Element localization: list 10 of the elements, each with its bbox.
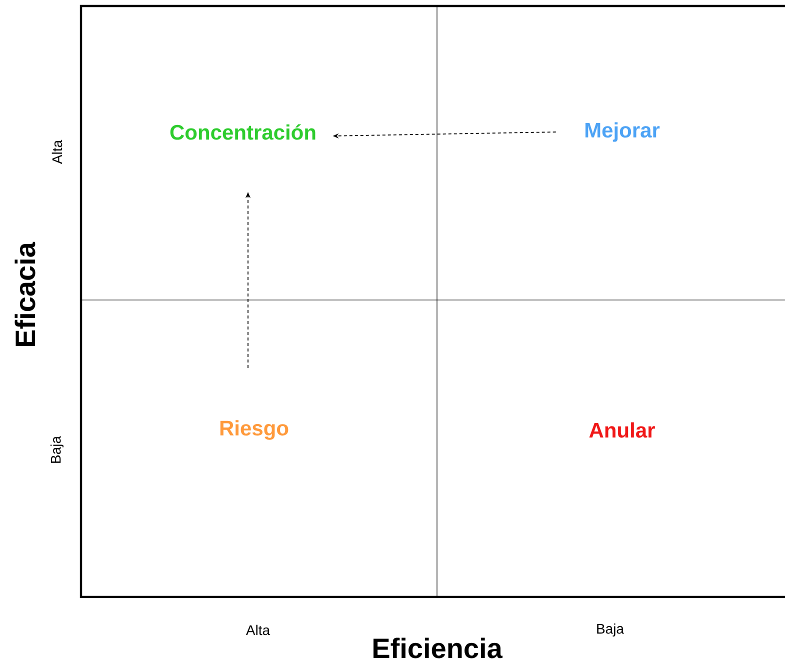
axis-tick-label: Alta (52, 140, 62, 164)
quadrant-label: Anular (589, 422, 655, 438)
axis-tick-label: Alta (246, 624, 270, 636)
axis-tick-label: Baja (597, 623, 624, 636)
axis-title: Eficiencia (374, 638, 503, 658)
quadrant-label: Mejorar (585, 122, 660, 142)
axis-title: Eficacia (14, 242, 36, 346)
quadrant-label: Riesgo (220, 420, 288, 440)
quadrant-label: Concentración (170, 124, 316, 140)
axis-tick-label: Baja (50, 436, 64, 463)
